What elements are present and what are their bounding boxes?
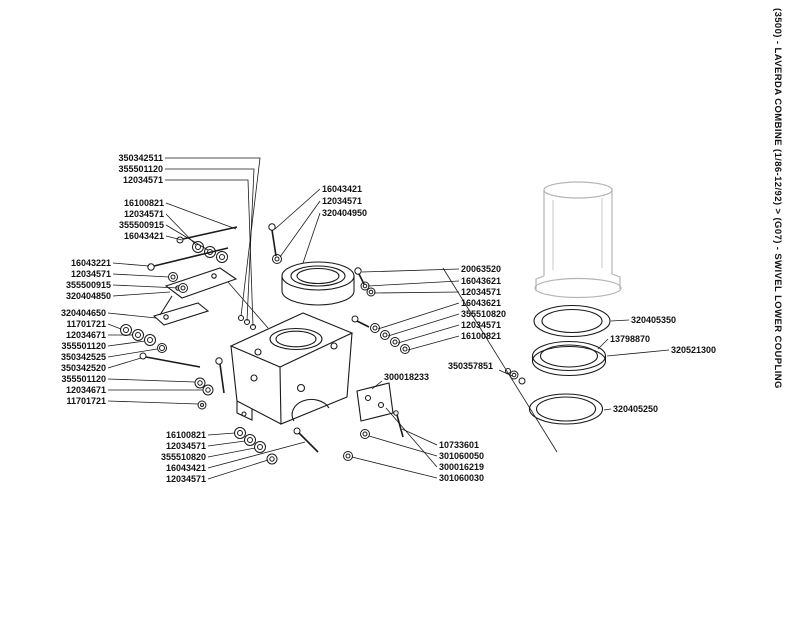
part-number-label: 350342511 — [118, 153, 163, 163]
leader-line — [107, 400, 199, 405]
leader-line — [107, 348, 158, 358]
part-number-label: 355501120 — [61, 341, 106, 351]
part-number-label: 320404650 — [60, 308, 106, 318]
part-number-label: 300018233 — [384, 372, 430, 382]
part-number-label: 355501120 — [61, 374, 106, 384]
leader-line — [302, 212, 321, 264]
leader-lines-group — [107, 157, 670, 480]
leader-line — [274, 188, 321, 230]
leader-line — [606, 349, 670, 357]
part-number-label: 16100821 — [461, 331, 502, 341]
leader-line — [107, 312, 157, 319]
leader-line — [165, 168, 255, 322]
leader-line — [373, 291, 460, 294]
catalog-breadcrumb-vertical: (3500) - LAVERDA COMBINE (1/86-12/92) > … — [772, 8, 783, 389]
leader-line — [361, 268, 460, 273]
part-number-label: 12034571 — [165, 474, 206, 484]
part-number-label: 12034571 — [70, 269, 111, 279]
part-number-label: 11701721 — [66, 396, 106, 406]
leader-line — [107, 357, 142, 369]
leader-line — [207, 459, 269, 480]
leader-line — [387, 313, 460, 337]
leader-line — [401, 428, 438, 446]
leader-line — [207, 447, 256, 458]
part-number-label: 16043421 — [123, 231, 164, 241]
washers-drawing — [120, 241, 526, 465]
leader-line — [207, 432, 236, 436]
part-number-label: 13798870 — [610, 334, 651, 344]
leader-line — [397, 324, 460, 344]
leader-line — [207, 440, 246, 447]
part-number-label: 16100821 — [123, 198, 164, 208]
leader-line — [107, 340, 146, 347]
part-number-label: 355500915 — [118, 220, 164, 230]
part-number-label: 12034571 — [123, 209, 164, 219]
part-number-label: 16043621 — [461, 298, 502, 308]
part-number-label: 12034571 — [461, 287, 502, 297]
part-number-label: 320404950 — [322, 208, 368, 218]
part-number-label: 16100821 — [165, 430, 206, 440]
part-number-label: 16043621 — [461, 276, 502, 286]
coupling-ring-drawing — [281, 261, 355, 306]
part-number-label: 320521300 — [671, 345, 717, 355]
part-number-label: 320404850 — [65, 291, 111, 301]
leader-line — [207, 441, 306, 469]
part-number-label: 355510820 — [461, 309, 507, 319]
part-number-label: 10733601 — [439, 440, 480, 450]
leader-line — [377, 302, 460, 330]
leader-line — [385, 407, 438, 468]
leader-line — [112, 262, 150, 267]
leader-line — [610, 319, 630, 322]
leader-line — [112, 284, 180, 289]
leader-line — [371, 380, 383, 390]
part-number-label: 355500915 — [65, 280, 111, 290]
part-number-label: 301060050 — [439, 451, 485, 461]
part-number-label: 300016219 — [439, 462, 485, 472]
part-number-label: 12034571 — [461, 320, 502, 330]
leader-line — [351, 456, 438, 479]
leader-line — [498, 369, 513, 377]
part-number-label: 16043221 — [70, 258, 111, 268]
leader-line — [165, 157, 261, 317]
leader-line — [107, 378, 196, 383]
leader-line — [597, 338, 609, 350]
leader-line — [165, 202, 237, 230]
part-number-label: 12034671 — [65, 385, 106, 395]
leader-line — [603, 408, 612, 411]
leader-line — [407, 335, 460, 351]
leader-line — [279, 200, 321, 258]
housing-drawing — [229, 312, 354, 425]
seal-rings-drawing — [528, 304, 611, 425]
part-number-label: 320405350 — [631, 315, 677, 325]
part-number-label: 350342520 — [60, 363, 106, 373]
leader-line — [165, 224, 209, 251]
part-number-label: 12034571 — [165, 441, 206, 451]
part-number-label: 350357851 — [448, 361, 494, 371]
part-number-label: 320405250 — [613, 404, 659, 414]
leader-line — [165, 179, 254, 327]
part-number-label: 20063520 — [461, 264, 502, 274]
leader-line — [165, 235, 183, 241]
leader-line — [107, 323, 122, 330]
part-number-label: 16043421 — [322, 184, 363, 194]
part-number-label: 355510820 — [160, 452, 206, 462]
part-number-label: 301060030 — [439, 473, 485, 483]
leader-line — [368, 435, 438, 457]
part-number-label: 355501120 — [118, 164, 163, 174]
leader-line — [367, 280, 460, 287]
leader-line — [112, 291, 171, 297]
ghost-cylinder-drawing — [534, 181, 622, 299]
part-number-label: 12034671 — [65, 330, 106, 340]
bolts-drawing — [139, 223, 404, 453]
part-number-label: 16043421 — [165, 463, 206, 473]
part-number-label: 11701721 — [66, 319, 106, 329]
leader-line — [112, 273, 170, 278]
part-number-label: 12034571 — [122, 175, 163, 185]
part-number-label: 350342525 — [60, 352, 106, 362]
part-number-label: 12034571 — [322, 196, 363, 206]
